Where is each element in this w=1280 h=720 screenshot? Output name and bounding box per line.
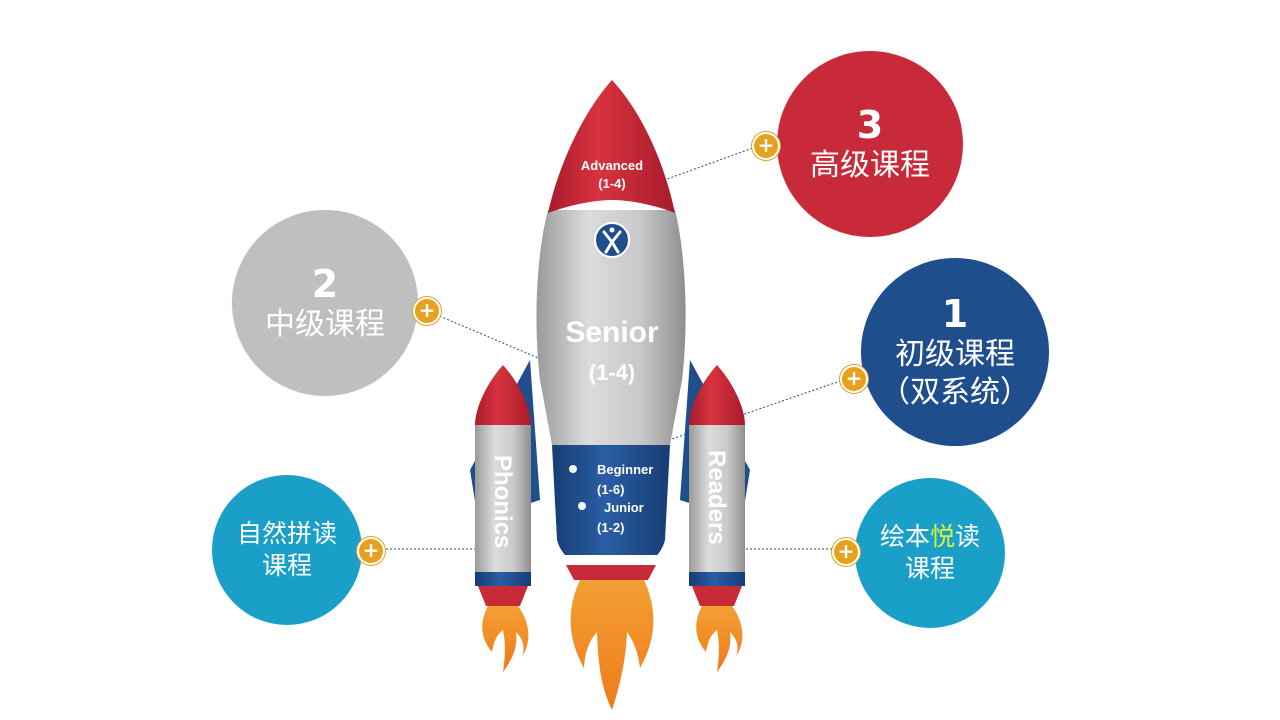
nose-range: (1-4) <box>598 176 625 191</box>
course-number: 2 <box>312 262 338 306</box>
course-label-highlight: 悦 <box>930 522 955 551</box>
right-booster-label: Readers <box>703 450 730 545</box>
main-flame <box>571 580 654 710</box>
lower-item-range: (1-2) <box>597 520 624 535</box>
body-label: Senior <box>565 316 659 349</box>
bullet-dot <box>569 465 577 473</box>
course-sublabel: （双系统） <box>880 374 1030 412</box>
nose-label: Advanced <box>581 158 643 173</box>
course-circle-advanced[interactable]: 3 高级课程 <box>777 51 963 237</box>
connector-line-intermediate <box>425 310 555 365</box>
course-circle-phonics[interactable]: 自然拼读 课程 <box>212 475 362 625</box>
left-booster-label: Phonics <box>489 455 516 548</box>
course-label: 中级课程 <box>265 306 385 344</box>
body-range: (1-4) <box>589 360 635 385</box>
plus-icon[interactable]: + <box>413 297 441 325</box>
course-circle-readers[interactable]: 绘本悦读 课程 <box>855 478 1005 628</box>
plus-icon[interactable]: + <box>832 538 860 566</box>
course-label-part: 读 <box>955 522 980 551</box>
lower-item-label: Junior <box>604 500 644 515</box>
course-label: 高级课程 <box>810 147 930 185</box>
plus-icon[interactable]: + <box>357 537 385 565</box>
course-circle-intermediate[interactable]: 2 中级课程 <box>232 210 418 396</box>
course-label-line2: 课程 <box>905 553 955 585</box>
course-number: 1 <box>942 292 968 336</box>
course-label-line2: 课程 <box>262 550 312 582</box>
main-rocket <box>536 80 685 710</box>
plus-icon[interactable]: + <box>840 365 868 393</box>
left-booster-flame <box>482 606 528 672</box>
course-label: 绘本悦读 <box>880 521 980 553</box>
course-label-part: 绘本 <box>880 522 930 551</box>
lower-item-range: (1-6) <box>597 482 624 497</box>
course-label: 初级课程 <box>895 336 1015 374</box>
course-circle-beginner[interactable]: 1 初级课程 （双系统） <box>861 258 1049 446</box>
course-number: 3 <box>857 103 883 147</box>
plus-icon[interactable]: + <box>752 132 780 160</box>
lower-item-label: Beginner <box>597 462 653 477</box>
bullet-dot <box>578 502 586 510</box>
right-booster-flame <box>696 606 742 672</box>
course-label: 自然拼读 <box>237 518 337 550</box>
